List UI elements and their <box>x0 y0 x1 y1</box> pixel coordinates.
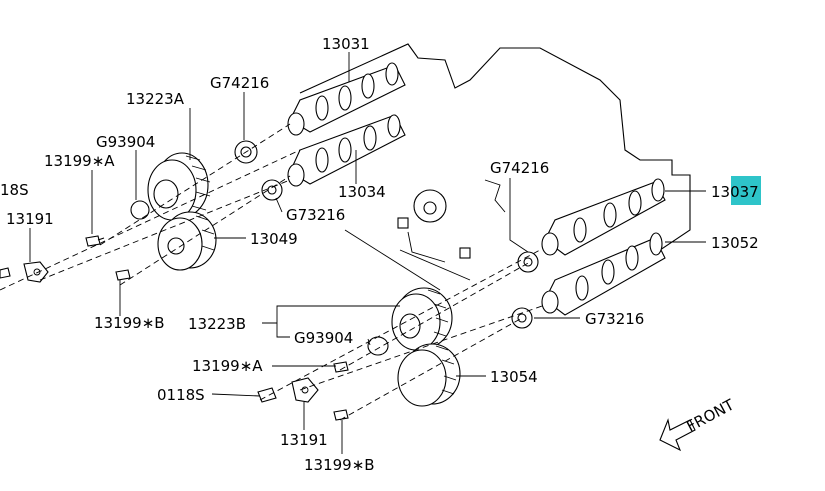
bolt-13199b-left <box>115 269 131 281</box>
label-13052: 13052 <box>711 234 759 252</box>
label-13199b-left: 13199∗B <box>94 314 165 332</box>
cam-sprocket-13223a <box>147 152 211 221</box>
label-g73216-top: G73216 <box>286 206 345 224</box>
oil-seal-g73216-right <box>511 307 533 329</box>
label-g74216-top: G74216 <box>210 74 269 92</box>
label-13199b-bottom: 13199∗B <box>304 456 375 474</box>
highlight-box <box>731 176 761 205</box>
label-13199a-left: 13199∗A <box>44 152 115 170</box>
label-13049: 13049 <box>250 230 298 248</box>
label-13191-bottom: 13191 <box>280 431 328 449</box>
label-g74216-right: G74216 <box>490 159 549 177</box>
bolt-13199a-left <box>85 235 105 247</box>
label-g93904-bottom: G93904 <box>294 329 353 347</box>
bolt-13199b-bottom <box>333 409 349 421</box>
bolt-0118s-left <box>0 267 11 279</box>
tensioner-parts <box>397 179 506 263</box>
front-label: FRONT <box>683 395 737 435</box>
cam-sprocket-13223b <box>391 287 453 351</box>
label-13054: 13054 <box>490 368 538 386</box>
label-13191-left: 13191 <box>6 210 54 228</box>
camshaft-13037 <box>541 178 666 256</box>
cylinder-head-outline <box>299 43 691 271</box>
o-ring-g93904-top <box>130 200 150 220</box>
label-g93904-top: G93904 <box>96 133 155 151</box>
assembly-lines <box>0 123 546 421</box>
leader-lines <box>29 52 706 454</box>
label-13199a-bottom: 13199∗A <box>192 357 263 375</box>
cam-pulley-13049 <box>157 211 217 271</box>
bracket-13191-left <box>23 261 49 283</box>
label-13223a: 13223A <box>126 90 185 108</box>
front-arrow: FRONT <box>659 395 738 452</box>
cam-pulley-13054 <box>397 343 461 407</box>
camshaft-13031 <box>287 62 406 136</box>
label-0118s-left: 18S <box>0 181 29 199</box>
label-0118s-bottom: 0118S <box>157 386 205 404</box>
label-13031: 13031 <box>322 35 370 53</box>
bolt-13199a-bottom <box>333 361 349 373</box>
label-g73216-right: G73216 <box>585 310 644 328</box>
label-13034: 13034 <box>338 183 386 201</box>
label-13223b: 13223B <box>188 315 246 333</box>
oil-seal-g74216-right <box>517 251 539 273</box>
camshaft-13052 <box>541 232 666 316</box>
label-13037: 13037 <box>711 183 759 201</box>
bracket-13191-bottom <box>291 377 319 403</box>
head-inner-outline <box>344 229 471 291</box>
camshaft-13034 <box>287 114 406 187</box>
